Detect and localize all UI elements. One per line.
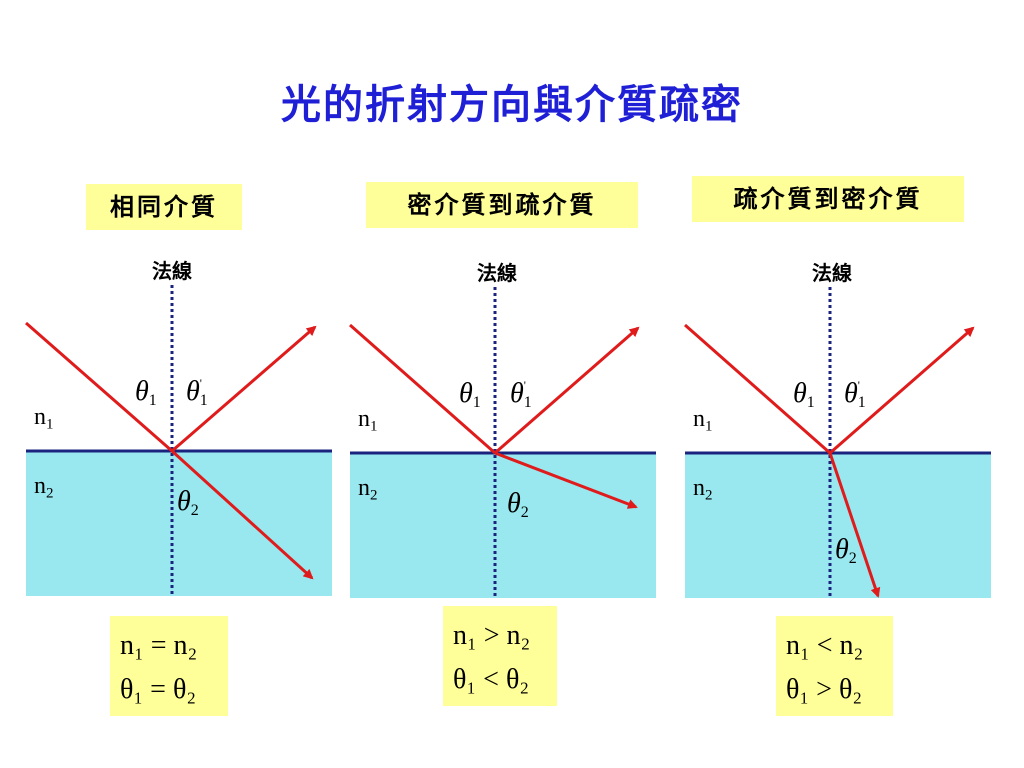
equation-box-2: n₁ > n₂ θ₁ < θ₂ [443, 606, 557, 706]
theta1-label-1: θ1 [135, 376, 157, 409]
n2-label-1: n2 [34, 473, 54, 502]
n1-label-3: n1 [693, 406, 713, 435]
medium-n2-panel-1 [26, 451, 332, 596]
incident-ray-1 [25, 321, 173, 453]
n2-label-2: n2 [358, 475, 378, 504]
normal-line-label-2: 法線 [477, 261, 517, 285]
theta2-label-2: θ2 [507, 488, 529, 521]
refracted-ray-3 [828, 452, 881, 598]
panel-label-same-medium: 相同介質 [86, 184, 242, 230]
n1-label-2: n1 [358, 406, 378, 435]
panel-label-sparse-to-dense: 疏介質到密介質 [692, 176, 964, 222]
equation-index-relation-3: n₁ < n₂ [786, 630, 864, 661]
normal-line-label-1: 法線 [152, 259, 192, 283]
theta1-prime-label-3: θ1' [844, 378, 866, 411]
theta1-label-2: θ1 [459, 378, 481, 411]
equation-box-3: n₁ < n₂ θ₁ > θ₂ [776, 616, 893, 716]
normal-line-label-3: 法線 [812, 261, 852, 285]
reflected-ray-2 [494, 326, 640, 455]
reflected-ray-1 [171, 325, 317, 453]
reflected-ray-3 [829, 326, 975, 455]
equation-index-relation-1: n₁ = n₂ [120, 630, 198, 661]
n2-label-3: n2 [693, 475, 713, 504]
incident-ray-3 [684, 323, 831, 455]
medium-n2-panel-2 [350, 453, 656, 598]
equation-angle-relation-3: θ₁ > θ₂ [786, 674, 863, 705]
theta2-label-1: θ2 [177, 486, 199, 519]
theta1-prime-label-1: θ1' [186, 376, 208, 409]
equation-box-1: n₁ = n₂ θ₁ = θ₂ [110, 616, 228, 716]
equation-index-relation-2: n₁ > n₂ [453, 620, 531, 651]
page-title: 光的折射方向與介質疏密 [281, 81, 743, 128]
theta1-prime-label-2: θ1' [510, 378, 532, 411]
n1-label-1: n1 [34, 404, 54, 433]
refracted-ray-1 [170, 449, 314, 580]
equation-angle-relation-2: θ₁ < θ₂ [453, 664, 530, 695]
panel-label-dense-to-sparse: 密介質到疏介質 [366, 182, 638, 228]
incident-ray-2 [349, 323, 496, 455]
equation-angle-relation-1: θ₁ = θ₂ [120, 674, 197, 705]
theta1-label-3: θ1 [793, 378, 815, 411]
theta2-label-3: θ2 [835, 534, 857, 567]
refracted-ray-2 [494, 451, 638, 509]
